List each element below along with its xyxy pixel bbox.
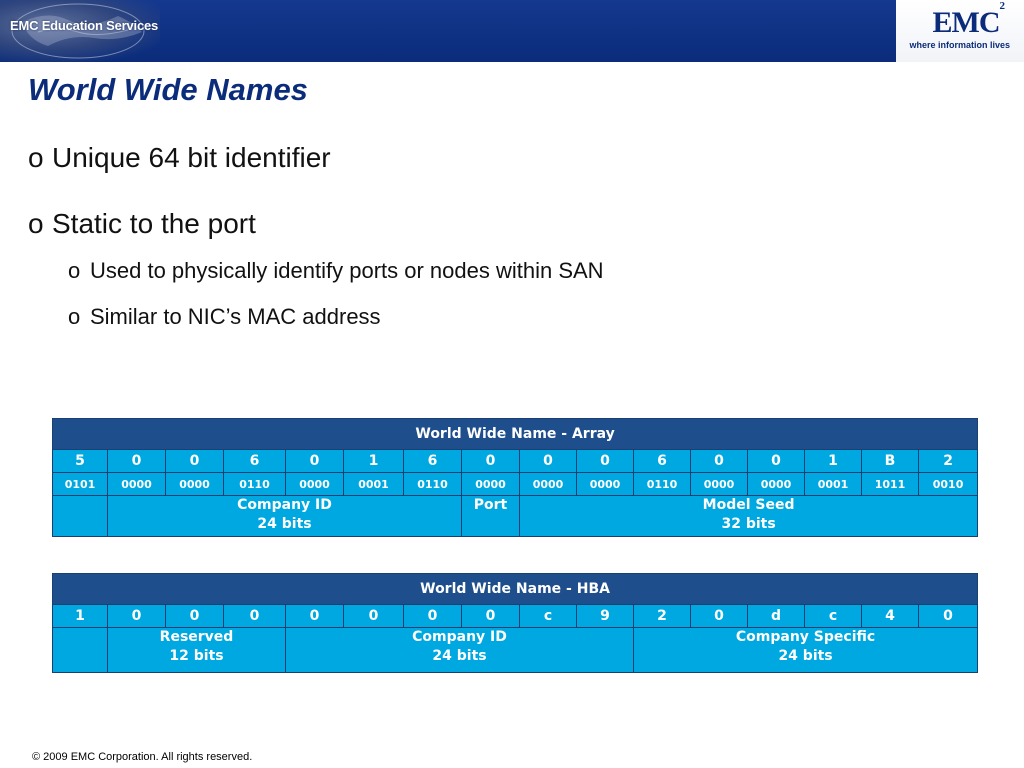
table-title: World Wide Name - HBA — [51, 573, 979, 605]
hex-cell: 0 — [403, 604, 462, 628]
hex-cell: 0 — [747, 449, 805, 473]
hex-cell: c — [519, 604, 577, 628]
hex-cell: 0 — [223, 604, 286, 628]
binary-cell: 0000 — [285, 472, 344, 496]
hex-cell: 0 — [576, 449, 634, 473]
empty-field-cell — [52, 495, 108, 537]
hex-cell: 1 — [52, 604, 108, 628]
tagline: where information lives — [909, 40, 1010, 50]
education-label: EMC Education Services — [10, 18, 159, 33]
hex-cell: 1 — [804, 449, 862, 473]
hex-cell: 0 — [285, 604, 344, 628]
hex-cell: 0 — [107, 604, 166, 628]
binary-cell: 0000 — [690, 472, 748, 496]
bullet-marker: o — [68, 304, 81, 329]
table-title: World Wide Name - Array — [51, 418, 979, 450]
hex-cell: d — [747, 604, 805, 628]
copyright-footer: © 2009 EMC Corporation. All rights reser… — [32, 751, 253, 763]
binary-cell: 0000 — [107, 472, 166, 496]
hex-cell: 0 — [917, 604, 979, 628]
hex-cell: 0 — [690, 449, 748, 473]
header-banner: EMC Education Services EMC2 where inform… — [0, 0, 1024, 62]
hex-cell: 0 — [343, 604, 404, 628]
education-brand: EMC Education Services — [0, 0, 160, 62]
hex-cell: 0 — [519, 449, 577, 473]
emc-logo: EMC2 — [932, 0, 1005, 39]
hex-cell: B — [861, 449, 919, 473]
binary-cell: 0001 — [804, 472, 862, 496]
binary-cell: 0000 — [747, 472, 805, 496]
hex-cell: 2 — [917, 449, 979, 473]
bullet-marker: o — [28, 208, 44, 239]
binary-cell: 0110 — [223, 472, 286, 496]
hex-cell: 0 — [461, 604, 520, 628]
emc-logo-area: EMC2 where information lives — [896, 0, 1024, 62]
hex-cell: 6 — [223, 449, 286, 473]
empty-field-cell — [52, 627, 108, 673]
hex-cell: 0 — [690, 604, 748, 628]
hex-cell: 6 — [403, 449, 462, 473]
hex-cell: 0 — [165, 449, 224, 473]
hex-cell: 0 — [461, 449, 520, 473]
binary-row: 0101 0000 0000 0110 0000 0001 0110 0000 … — [52, 472, 979, 496]
wwn-hba-table: World Wide Name - HBA 1 0 0 0 0 0 0 0 c … — [51, 573, 979, 673]
binary-cell: 0000 — [461, 472, 520, 496]
binary-cell: 0000 — [165, 472, 224, 496]
globe-icon — [11, 3, 145, 59]
binary-cell: 0110 — [403, 472, 462, 496]
hex-cell: 4 — [861, 604, 919, 628]
field-port: Port — [461, 495, 520, 537]
hex-cell: 9 — [576, 604, 634, 628]
bullet-marker: o — [68, 258, 81, 283]
binary-cell: 0001 — [343, 472, 404, 496]
hex-cell: 1 — [343, 449, 404, 473]
binary-cell: 0010 — [917, 472, 979, 496]
hex-cell: c — [804, 604, 862, 628]
wwn-array-table: World Wide Name - Array 5 0 0 6 0 1 6 0 … — [51, 418, 979, 537]
binary-cell: 0000 — [576, 472, 634, 496]
slide-title: World Wide Names — [28, 72, 308, 107]
bullet-marker: o — [28, 142, 44, 173]
hex-cell: 0 — [165, 604, 224, 628]
binary-cell: 0101 — [52, 472, 108, 496]
hex-cell: 6 — [633, 449, 691, 473]
hex-cell: 0 — [285, 449, 344, 473]
hex-row: 5 0 0 6 0 1 6 0 0 0 6 0 0 1 B 2 — [52, 449, 979, 473]
hex-cell: 0 — [107, 449, 166, 473]
binary-cell: 0110 — [633, 472, 691, 496]
binary-cell: 1011 — [861, 472, 919, 496]
hex-cell: 2 — [633, 604, 691, 628]
hex-cell: 5 — [52, 449, 108, 473]
hex-row: 1 0 0 0 0 0 0 0 c 9 2 0 d c 4 0 — [52, 604, 979, 628]
binary-cell: 0000 — [519, 472, 577, 496]
